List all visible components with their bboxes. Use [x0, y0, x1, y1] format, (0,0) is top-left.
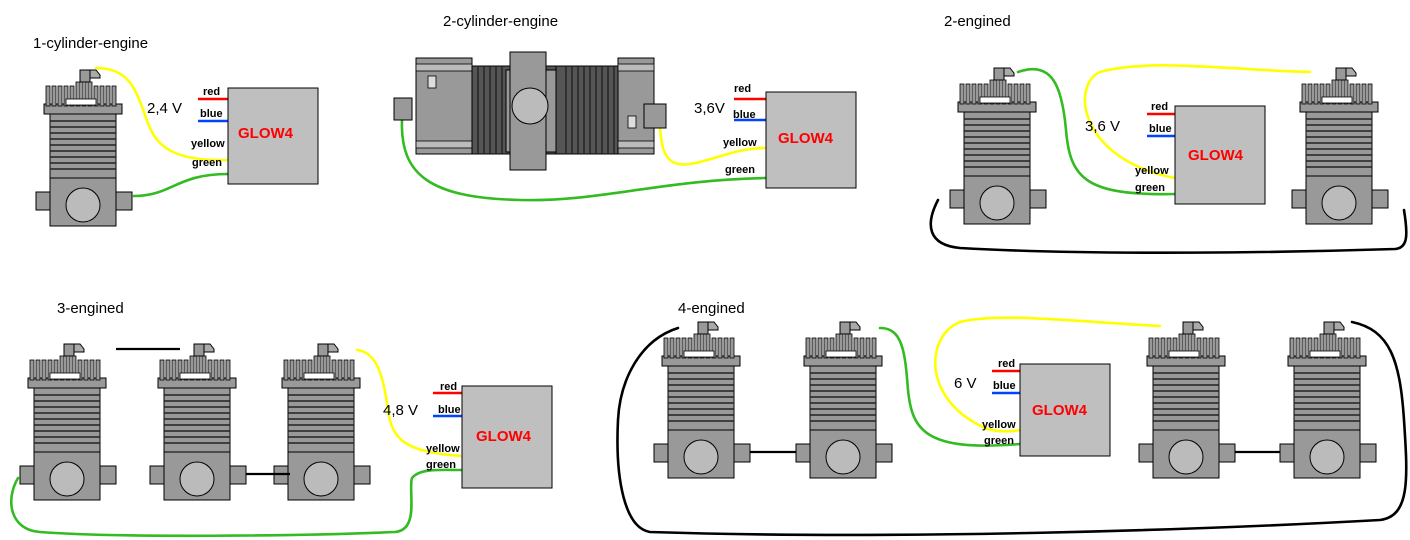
label-red: red	[998, 358, 1015, 370]
label-blue: blue	[993, 380, 1016, 392]
engine-left	[949, 67, 1047, 225]
glow4-label: GLOW4	[1188, 147, 1244, 164]
title-3-engined: 3-engined	[57, 300, 124, 317]
voltage-label: 3,6 V	[1085, 118, 1120, 135]
voltage-label: 4,8 V	[383, 402, 418, 419]
wire-black	[929, 198, 1408, 254]
wire-yellow	[934, 316, 1162, 433]
label-yellow: yellow	[723, 137, 757, 149]
glow4-label: GLOW4	[238, 125, 294, 142]
glow4-label: GLOW4	[778, 130, 834, 147]
label-yellow: yellow	[426, 443, 460, 455]
label-blue: blue	[733, 109, 756, 121]
wire-yellow	[658, 126, 768, 166]
title-1-cylinder: 1-cylinder-engine	[33, 35, 148, 52]
label-blue: blue	[438, 404, 461, 416]
title-2-engined: 2-engined	[944, 13, 1011, 30]
title-4-engined: 4-engined	[678, 300, 745, 317]
engine	[35, 69, 133, 227]
label-green: green	[725, 164, 755, 176]
engine-3	[1138, 321, 1236, 479]
wire-yellow	[94, 66, 230, 162]
engine-2	[795, 321, 893, 479]
voltage-label: 6 V	[954, 375, 977, 392]
title-2-cylinder: 2-cylinder-engine	[443, 13, 558, 30]
wire-green	[132, 172, 230, 198]
glow4-unit	[765, 91, 857, 189]
wire-yellow	[1083, 64, 1312, 180]
glow4-label: GLOW4	[476, 428, 532, 445]
voltage-label: 3,6V	[694, 100, 725, 117]
diagram-2-cylinder: GLOW4 red blue yellow green 3,6V	[393, 51, 857, 202]
label-green: green	[426, 459, 456, 471]
label-red: red	[203, 86, 220, 98]
engine-1	[653, 321, 751, 479]
engine-3	[273, 343, 371, 501]
label-yellow: yellow	[1135, 165, 1169, 177]
label-green: green	[192, 157, 222, 169]
engine-2	[149, 343, 247, 501]
glow4-unit	[227, 87, 319, 185]
engine-1	[19, 343, 117, 501]
voltage-label: 2,4 V	[147, 100, 182, 117]
diagram-2-engined: GLOW4 red blue yellow green 3,6 V	[929, 64, 1408, 254]
label-blue: blue	[1149, 123, 1172, 135]
label-blue: blue	[200, 108, 223, 120]
diagram-1-cylinder: GLOW4 red blue yellow green 2,4 V	[35, 66, 319, 227]
glow4-unit	[461, 385, 553, 489]
glow4-unit	[1019, 363, 1111, 457]
label-green: green	[984, 435, 1014, 447]
label-red: red	[734, 83, 751, 95]
wire-green	[1016, 67, 1177, 196]
glow4-unit	[1174, 105, 1266, 205]
label-red: red	[440, 381, 457, 393]
wire-yellow	[355, 348, 464, 458]
label-red: red	[1151, 101, 1168, 113]
label-yellow: yellow	[191, 138, 225, 150]
wire-green	[878, 326, 1022, 447]
label-yellow: yellow	[982, 419, 1016, 431]
wire-black	[616, 320, 1408, 537]
glow4-label: GLOW4	[1032, 402, 1088, 419]
wire-green	[400, 118, 768, 202]
diagram-3-engined: GLOW4 red blue yellow green 4,8 V	[10, 343, 553, 538]
wire-green	[10, 468, 464, 538]
diagram-4-engined: GLOW4 red blue yellow green 6 V	[616, 316, 1408, 537]
twin-cylinder-engine	[393, 51, 667, 171]
engine-4	[1279, 321, 1377, 479]
label-green: green	[1135, 182, 1165, 194]
engine-right	[1291, 67, 1389, 225]
